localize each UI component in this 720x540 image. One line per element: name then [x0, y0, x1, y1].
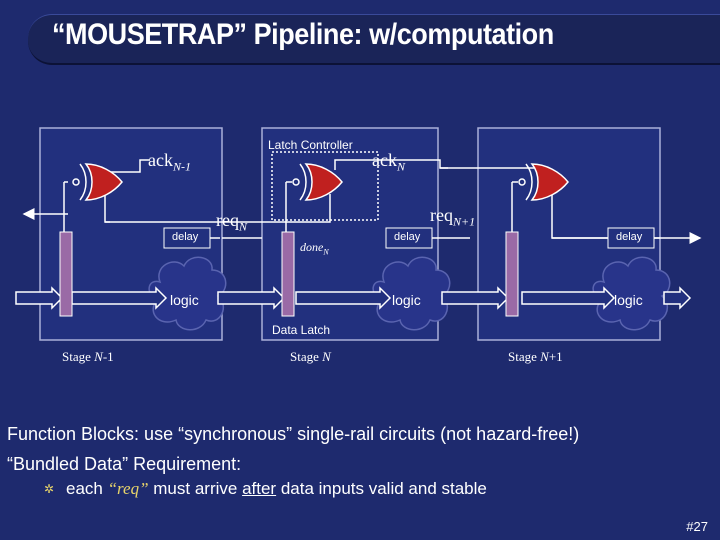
delay-label-2: delay [394, 231, 421, 243]
delay-label-3: delay [616, 231, 643, 243]
delay-label-1: delay [172, 231, 199, 243]
slide-title: “MOUSETRAP” Pipeline: w/computation [52, 18, 554, 51]
xnor-gates [72, 163, 569, 201]
bundled-data-bullet: each “req” must arrive after data inputs… [66, 479, 487, 498]
title-bar [28, 14, 720, 65]
stage-label-n-plus-1: Stage N+1 [508, 349, 563, 364]
latch-controller-box [271, 151, 379, 221]
logic-label-1: logic [170, 292, 199, 308]
done-n-label: doneN [300, 240, 329, 257]
latch-controller-label: Latch Controller [268, 138, 353, 152]
req-n-plus-1-label: reqN+1 [430, 205, 476, 229]
data-bus [15, 286, 692, 310]
stage-label-n: Stage N [290, 349, 331, 364]
function-blocks-note: Function Blocks: use “synchronous” singl… [7, 424, 580, 444]
ack-n-minus-1-label: ackN-1 [148, 150, 191, 174]
logic-label-3: logic [614, 292, 643, 308]
page-number: #27 [686, 519, 708, 534]
data-latch-label: Data Latch [272, 323, 331, 337]
stage-label-n-minus-1: Stage N-1 [62, 349, 114, 364]
bullet-icon: ✲ [44, 482, 55, 496]
logic-label-2: logic [392, 292, 421, 308]
bundled-data-heading: “Bundled Data” Requirement: [7, 454, 242, 474]
data-latches [59, 231, 519, 317]
delay-blocks [163, 227, 655, 249]
req-n-label: reqN [216, 210, 247, 234]
ack-n-label: ackN [372, 150, 405, 174]
